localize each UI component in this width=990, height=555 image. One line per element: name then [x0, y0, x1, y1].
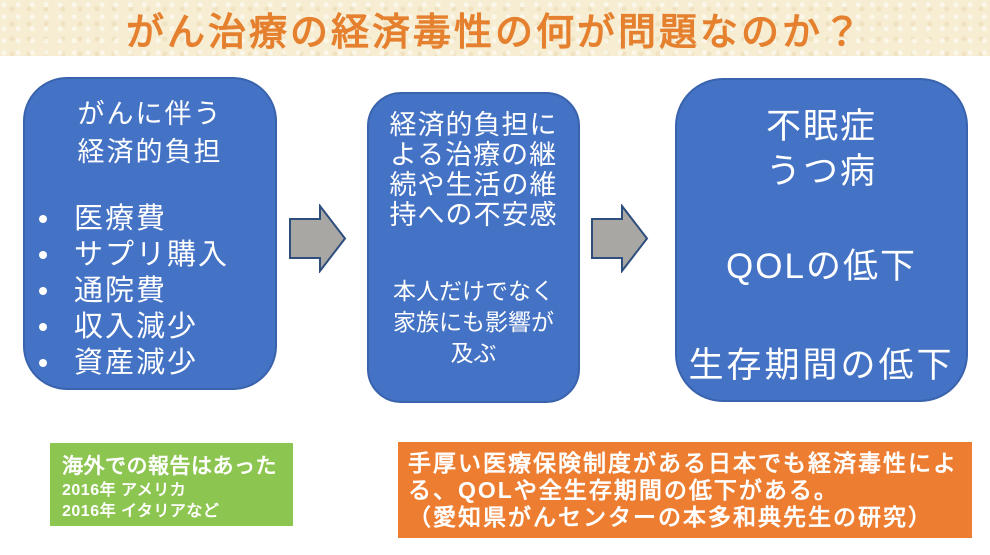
text-line: よる治療の継	[389, 140, 558, 170]
title-band: がん治療の経済毒性の何が問題なのか？	[0, 0, 990, 56]
bullet-icon	[39, 323, 47, 331]
bullet-label: サプリ購入	[74, 239, 230, 271]
text-line: 及ぶ	[450, 340, 497, 366]
text-line: 家族にも影響が	[393, 309, 554, 335]
list-item: 資産減少	[39, 345, 275, 381]
list-item: 通院費	[39, 273, 275, 309]
list-item: 収入減少	[39, 309, 275, 345]
text-line: うつ病	[765, 152, 877, 191]
overseas-report-note: 海外での報告はあった 2016年 アメリカ 2016年 イタリアなど	[50, 443, 293, 526]
list-item: サプリ購入	[39, 237, 275, 273]
bullet-label: 資産減少	[74, 347, 199, 379]
burden-heading-line: がんに伴う	[77, 99, 223, 129]
anxiety-paragraph: 経済的負担に よる治療の継 続や生活の維 持への不安感	[369, 110, 578, 230]
bullet-icon	[39, 287, 47, 295]
right-arrow-icon	[289, 204, 347, 273]
burden-bullet-list: 医療費 サプリ購入 通院費 収入減少 資産減少	[25, 201, 275, 381]
overseas-note-heading: 海外での報告はあった	[62, 455, 277, 478]
survival-decline-line: 生存期間の低下	[688, 346, 955, 385]
text-line: 持への不安感	[389, 200, 558, 230]
bullet-icon	[39, 215, 47, 223]
family-impact-paragraph: 本人だけでなく 家族にも影響が 及ぶ	[369, 276, 578, 369]
text-line: 不眠症	[765, 107, 877, 146]
text-line: （愛知県がんセンターの本多和典先生の研究）	[408, 504, 933, 530]
anxiety-box: 経済的負担に よる治療の継 続や生活の維 持への不安感 本人だけでなく 家族にも…	[367, 92, 580, 403]
text-line: 手厚い医療保険制度がある日本でも経済毒性によ	[408, 450, 958, 476]
bullet-label: 医療費	[74, 203, 168, 235]
right-arrow-icon	[591, 204, 649, 273]
japan-study-note: 手厚い医療保険制度がある日本でも経済毒性によ る、QOLや全生存期間の低下がある…	[398, 442, 972, 538]
burden-heading-line: 経済的負担	[77, 137, 223, 167]
bullet-label: 収入減少	[74, 311, 199, 343]
bullet-icon	[39, 251, 47, 259]
text-line: 続や生活の維	[389, 170, 558, 200]
outcome-symptoms: 不眠症 うつ病	[677, 104, 966, 194]
burden-box: がんに伴う 経済的負担 医療費 サプリ購入 通院費 収入減少 資産減少	[23, 77, 277, 390]
burden-box-heading: がんに伴う 経済的負担	[25, 95, 275, 171]
outcome-box: 不眠症 うつ病 QOLの低下 生存期間の低下	[675, 78, 968, 402]
bullet-label: 通院費	[74, 275, 168, 307]
text-line: 2016年 アメリカ	[62, 482, 187, 499]
page-title: がん治療の経済毒性の何が問題なのか？	[125, 11, 864, 54]
text-line: 本人だけでなく	[393, 278, 554, 304]
text-line: 経済的負担に	[389, 110, 558, 140]
qol-decline-line: QOLの低下	[726, 247, 917, 286]
list-item: 医療費	[39, 201, 275, 237]
text-line: る、QOLや全生存期間の低下がある。	[408, 477, 839, 503]
text-line: 2016年 イタリアなど	[62, 503, 220, 520]
bullet-icon	[39, 359, 47, 367]
